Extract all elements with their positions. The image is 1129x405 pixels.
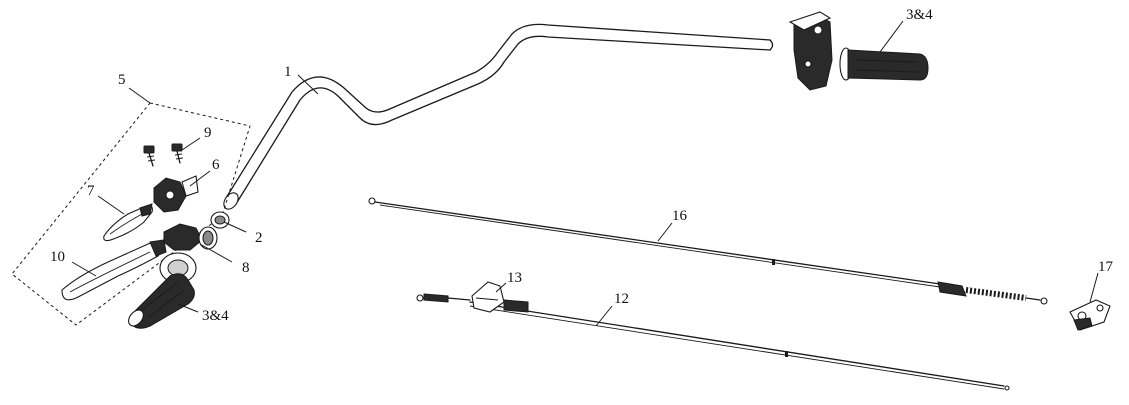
part-labels: 1 2 3&4 3&4 5 6 7 8 9 10 12 13 16 17: [50, 7, 1114, 324]
cable-lower: [416, 293, 1010, 391]
perch-clamp: [163, 223, 218, 251]
label-part-6: 6: [212, 157, 220, 173]
assembly-box: [11, 102, 251, 326]
label-part-1: 1: [284, 64, 292, 80]
label-part-13: 13: [507, 270, 522, 286]
label-part-8: 8: [242, 260, 250, 276]
label-part-16: 16: [672, 208, 688, 224]
main-lever: [61, 239, 167, 301]
label-part-5: 5: [118, 72, 126, 88]
label-part-3-4-bottom: 3&4: [202, 308, 229, 324]
label-part-2: 2: [255, 230, 263, 246]
label-part-7: 7: [87, 183, 95, 199]
label-part-10: 10: [50, 249, 65, 265]
label-part-12: 12: [614, 291, 629, 307]
label-part-3-4-top: 3&4: [906, 7, 933, 23]
lever-bracket: [153, 175, 199, 213]
bolt: [143, 145, 156, 167]
bolt: [171, 143, 184, 164]
cable-upper: [368, 197, 1048, 305]
label-part-9: 9: [204, 125, 212, 141]
mount-bracket: [1069, 299, 1111, 331]
throttle-assembly: [788, 11, 929, 91]
small-lever: [103, 203, 153, 242]
washer: [210, 211, 230, 229]
label-part-17: 17: [1098, 259, 1114, 275]
leader-lines: [71, 20, 1099, 327]
cable-adjuster: [471, 281, 529, 313]
grip-left: [128, 252, 197, 329]
handlebar: [223, 23, 774, 210]
